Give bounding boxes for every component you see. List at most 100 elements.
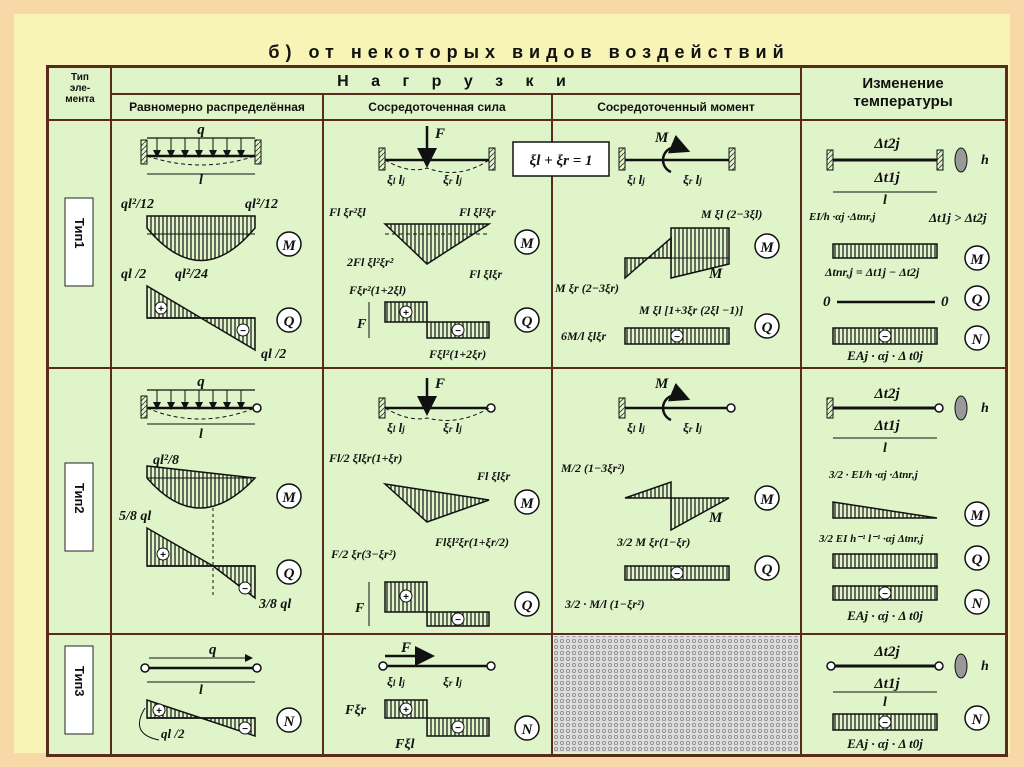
svg-text:M ξl (2−3ξl): M ξl (2−3ξl)	[700, 207, 762, 221]
r2-moment-cell: M ξl lj ξr lj M/2 (1−3ξr²) M 3/2 M ξr(1−…	[560, 376, 780, 611]
svg-text:ξr lj: ξr lj	[443, 172, 462, 187]
svg-text:M: M	[519, 496, 534, 512]
r1-m-mid: ql²/24	[175, 267, 208, 282]
col-force-header: Сосредоточенная сила	[368, 100, 506, 114]
svg-text:q: q	[209, 642, 217, 658]
r2-temp-cell: Δt2j Δt1j h l 3/2 · EI/h ·αj ·Δtnr,j 3/2…	[818, 386, 990, 623]
svg-text:ql /2: ql /2	[161, 726, 185, 741]
svg-text:F: F	[400, 640, 411, 656]
svg-text:EAj · αj · Δ t0j: EAj · αj · Δ t0j	[846, 608, 923, 623]
r3-uniform-cell: q l + − ql /2 N	[138, 642, 302, 741]
row-label-2: Тип2	[72, 483, 87, 514]
r1-m-right: ql²/12	[245, 197, 278, 212]
svg-text:M ξr (2−3ξr): M ξr (2−3ξr)	[554, 281, 619, 295]
svg-text:M: M	[654, 130, 669, 146]
svg-text:Fl ξlξr: Fl ξlξr	[476, 469, 510, 483]
svg-text:Δt1j: Δt1j	[873, 418, 900, 434]
svg-text:ξl lj: ξl lj	[387, 172, 405, 187]
col-moment-header: Сосредоточенный момент	[597, 100, 755, 114]
svg-text:l: l	[199, 173, 203, 188]
svg-text:M: M	[759, 240, 774, 256]
svg-text:3/2 EI h⁻¹ l⁻¹ ·αj Δtnr,j: 3/2 EI h⁻¹ l⁻¹ ·αj Δtnr,j	[818, 533, 924, 545]
row-label-1: Тип1	[72, 218, 87, 249]
svg-text:Δt1j > Δt2j: Δt1j > Δt2j	[928, 210, 987, 225]
svg-text:2Fl ξl²ξr²: 2Fl ξl²ξr²	[346, 255, 394, 269]
svg-text:Δt1j: Δt1j	[873, 170, 900, 186]
svg-text:F: F	[354, 601, 365, 616]
svg-text:M/2 (1−3ξr²): M/2 (1−3ξr²)	[560, 461, 625, 475]
svg-text:h: h	[981, 659, 989, 674]
r1-m-left: ql²/12	[121, 197, 154, 212]
svg-text:F: F	[434, 126, 445, 142]
svg-text:3/2 M ξr(1−ξr): 3/2 M ξr(1−ξr)	[616, 535, 690, 549]
svg-text:−: −	[882, 589, 888, 600]
svg-text:Δt2j: Δt2j	[873, 136, 900, 152]
svg-text:Fl ξl²ξr: Fl ξl²ξr	[458, 205, 496, 219]
svg-text:−: −	[882, 718, 888, 729]
svg-text:−: −	[455, 723, 461, 734]
svg-text:ξl lj: ξl lj	[627, 420, 645, 435]
svg-text:N: N	[283, 714, 296, 730]
svg-text:F: F	[356, 317, 367, 332]
svg-text:M: M	[708, 510, 723, 526]
r1-uniform-cell: q l ql²/12 ql²/12 ql /2 ql²/24 + − ql /2…	[121, 122, 302, 362]
r1-force-cell: F ξl lj ξr lj Fl ξr²ξl Fl ξl²ξr 2Fl ξl²ξ…	[328, 126, 540, 361]
svg-text:ξr lj: ξr lj	[443, 674, 462, 689]
svg-text:−: −	[242, 724, 248, 735]
r3-temp-cell: Δt2j Δt1j h l − EAj · αj · Δ t0j N	[826, 644, 990, 751]
svg-text:3/2 · EI/h ·αj ·Δtnr,j: 3/2 · EI/h ·αj ·Δtnr,j	[828, 469, 919, 481]
r3-force-cell: F ξl lj ξr lj + − Fξr Fξl N	[344, 640, 540, 752]
svg-text:Q: Q	[972, 292, 983, 308]
svg-text:−: −	[455, 326, 461, 337]
svg-text:Q: Q	[972, 552, 983, 568]
svg-text:Q: Q	[522, 314, 533, 330]
svg-text:+: +	[403, 592, 409, 603]
svg-text:ql²/8: ql²/8	[153, 453, 179, 468]
svg-text:N: N	[971, 596, 984, 612]
svg-text:ξl lj: ξl lj	[387, 674, 405, 689]
svg-text:ξl lj: ξl lj	[627, 172, 645, 187]
svg-text:N: N	[521, 722, 534, 738]
svg-text:3/2 · M/l (1−ξr²): 3/2 · M/l (1−ξr²)	[564, 597, 645, 611]
r3-moment-na	[554, 636, 799, 752]
svg-text:M: M	[654, 376, 669, 392]
svg-text:−: −	[674, 569, 680, 580]
svg-text:M: M	[281, 238, 296, 254]
xi-sum: ξl + ξr = 1	[529, 153, 592, 169]
svg-text:Fl ξr²ξl: Fl ξr²ξl	[328, 205, 366, 219]
svg-text:Δt2j: Δt2j	[873, 386, 900, 402]
svg-text:M: M	[281, 490, 296, 506]
svg-text:M: M	[708, 266, 723, 282]
svg-text:Fξr²(1+2ξl): Fξr²(1+2ξl)	[348, 283, 406, 297]
svg-text:EI/h ·αj ·Δtnr,j: EI/h ·αj ·Δtnr,j	[808, 211, 876, 223]
svg-text:+: +	[156, 706, 162, 717]
svg-text:0: 0	[823, 294, 831, 310]
row-label-3: Тип3	[72, 666, 87, 697]
svg-text:−: −	[240, 326, 246, 337]
svg-text:+: +	[403, 705, 409, 716]
svg-text:−: −	[455, 615, 461, 626]
r1-q-right: ql /2	[261, 347, 286, 362]
svg-text:F/2 ξr(3−ξr²): F/2 ξr(3−ξr²)	[330, 547, 396, 561]
svg-text:+: +	[158, 304, 164, 315]
svg-text:N: N	[971, 332, 984, 348]
svg-text:0: 0	[941, 294, 949, 310]
svg-text:−: −	[674, 332, 680, 343]
page-title: б) от некоторых видов воздействий	[268, 42, 790, 62]
svg-text:Q: Q	[284, 314, 295, 330]
svg-text:6M/l ξlξr: 6M/l ξlξr	[561, 329, 606, 343]
svg-text:q: q	[197, 374, 205, 390]
svg-text:l: l	[883, 441, 887, 456]
r2-uniform-cell: q l ql²/8 5/8 ql + − 3/8 ql M Q	[119, 374, 302, 612]
loads-header: Н а г р у з к и	[337, 73, 575, 90]
svg-text:h: h	[981, 153, 989, 168]
svg-text:ξr lj: ξr lj	[683, 172, 702, 187]
svg-text:Q: Q	[762, 320, 773, 336]
r2-force-cell: F ξl lj ξr lj Fl/2 ξlξr(1+ξr) Fl ξlξr Fl…	[328, 376, 540, 627]
svg-text:Fl ξlξr: Fl ξlξr	[468, 267, 502, 281]
col-uniform-header: Равномерно распределённая	[129, 100, 305, 114]
